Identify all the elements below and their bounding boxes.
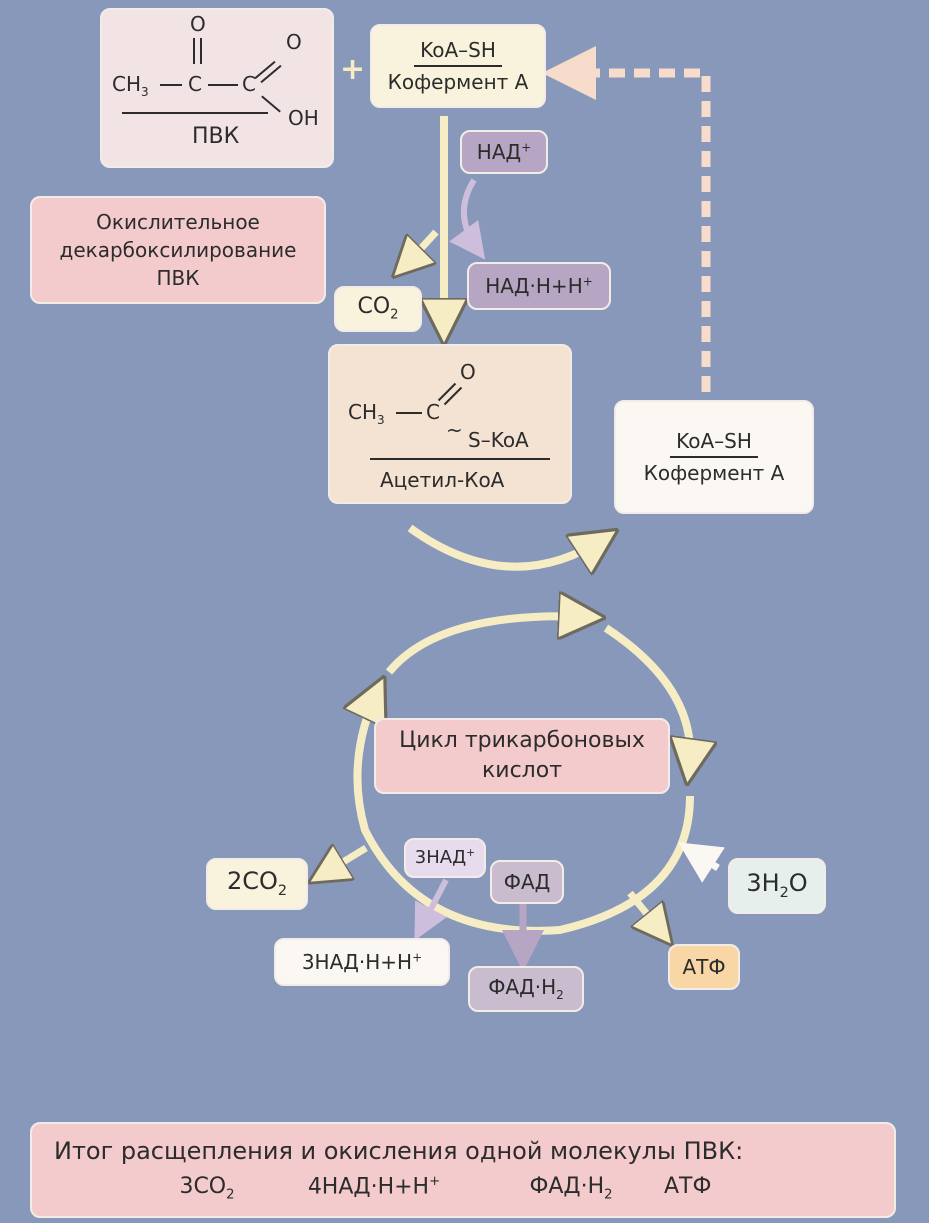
acetyl-double-bond-a (437, 382, 457, 402)
coa-top-line2: Кофермент А (387, 70, 529, 94)
pvk-co-bond-2 (260, 64, 282, 84)
coa-right-line2: Кофермент А (643, 461, 785, 485)
acetyl-o: O (460, 360, 476, 384)
acetyl-name: Ацетил-КоА (380, 468, 505, 492)
acetyl-skoa: S–KoA (468, 428, 529, 452)
summary-item-co2: 3CO2 (179, 1173, 235, 1203)
summary-item-nadh: 4НАД·Н+Н+ (307, 1173, 441, 1200)
summary-box: Итог расщепления и окисления одной молек… (30, 1122, 896, 1218)
atp-label: АТФ (682, 955, 726, 979)
fadh2-box: ФАД·Н2 (468, 966, 584, 1012)
nadh3-box: 3НАД·Н+Н+ (274, 938, 450, 986)
nad-curve-arrow (449, 178, 486, 260)
oxid-line1: Окислительное (96, 210, 260, 234)
coa-top-box: KoA–SH Кофермент А (370, 24, 546, 108)
oxid-line3: ПВК (156, 266, 200, 290)
fad-box: ФАД (490, 860, 564, 904)
pvk-o-right: O (286, 30, 302, 54)
atp-box: АТФ (668, 944, 740, 990)
pvk-coh-bond (261, 95, 281, 113)
acetyl-ch3: CH3 (348, 400, 385, 427)
pvk-name-rule (122, 112, 268, 114)
coa-right-line1: KoA–SH (670, 429, 758, 458)
acetyl-to-coa-arrow (407, 524, 605, 567)
cycle-arc-top (385, 616, 590, 675)
nadh-out-arrow (414, 878, 449, 941)
summary-title: Итог расщепления и окисления одной молек… (54, 1136, 744, 1165)
pvk-oh: OH (288, 106, 319, 130)
cycle-arc-bottom (357, 690, 694, 935)
summary-item-fadh2: ФАД·Н2 (529, 1173, 613, 1203)
tca-line1: Цикл трикарбоновых (399, 728, 645, 754)
fad-label: ФАД (503, 870, 551, 894)
h2o-label: 3H2O (746, 869, 808, 902)
oxid-decarb-box: Окислительное декарбоксилирование ПВК (30, 196, 326, 304)
pvk-o-top: O (190, 12, 206, 36)
pvk-ch3: CH3 (112, 72, 149, 99)
acetyl-name-rule (370, 458, 550, 460)
dashed-return-arrow (542, 46, 711, 392)
pvk-double-bond-a (193, 38, 195, 64)
co2-2-box: 2CO2 (206, 858, 308, 910)
acetyl-bond (396, 412, 422, 414)
pvk-double-bond-b (200, 38, 202, 64)
co2-label: CO2 (357, 294, 399, 323)
oxid-line2: декарбоксилирование (59, 238, 297, 262)
acetyl-c: C (426, 400, 440, 424)
h2o-box: 3H2O (728, 858, 826, 914)
acetyl-tilde: ~ (446, 418, 463, 442)
pvk-name: ПВК (192, 124, 240, 149)
coa-top-line1: KoA–SH (414, 38, 502, 67)
cycle-arc-right (603, 624, 690, 770)
co2-out-arrow (320, 848, 368, 876)
nad3-label: 3НАД+ (414, 846, 476, 869)
pvk-bond-2 (208, 84, 238, 86)
h2o-in-arrow (678, 842, 725, 883)
nadh-box: НАД·Н+Н+ (467, 262, 611, 310)
tca-cycle-box: Цикл трикарбоновых кислот (374, 718, 670, 794)
coa-right-box: KoA–SH Кофермент А (614, 400, 814, 514)
summary-items: 3CO2 4НАД·Н+Н+ ФАД·Н2 АТФ (54, 1174, 711, 1203)
nad-box: НАД+ (460, 130, 548, 174)
co2-2-label: 2CO2 (226, 867, 288, 900)
tca-line2: кислот (481, 758, 563, 783)
pvk-c1: C (188, 72, 202, 96)
summary-item-atp: АТФ (664, 1173, 712, 1199)
nad-label: НАД+ (476, 140, 532, 164)
plus-sign: + (340, 52, 366, 87)
co2-box: CO2 (334, 286, 422, 332)
pvk-c2: C (242, 72, 256, 96)
co2-branch-arrow (402, 229, 439, 268)
nad3-box: 3НАД+ (404, 838, 486, 878)
pvk-bond-1 (160, 84, 182, 86)
nadh-label: НАД·Н+Н+ (485, 274, 593, 298)
fadh2-label: ФАД·Н2 (488, 975, 564, 1003)
nadh3-label: 3НАД·Н+Н+ (301, 950, 423, 974)
pvk-box: O O CH3 C C OH ПВК (100, 8, 334, 168)
acetyl-coa-box: O CH3 C ~ S–KoA Ацетил-КоА (328, 344, 572, 504)
atp-out-arrow (627, 890, 664, 935)
